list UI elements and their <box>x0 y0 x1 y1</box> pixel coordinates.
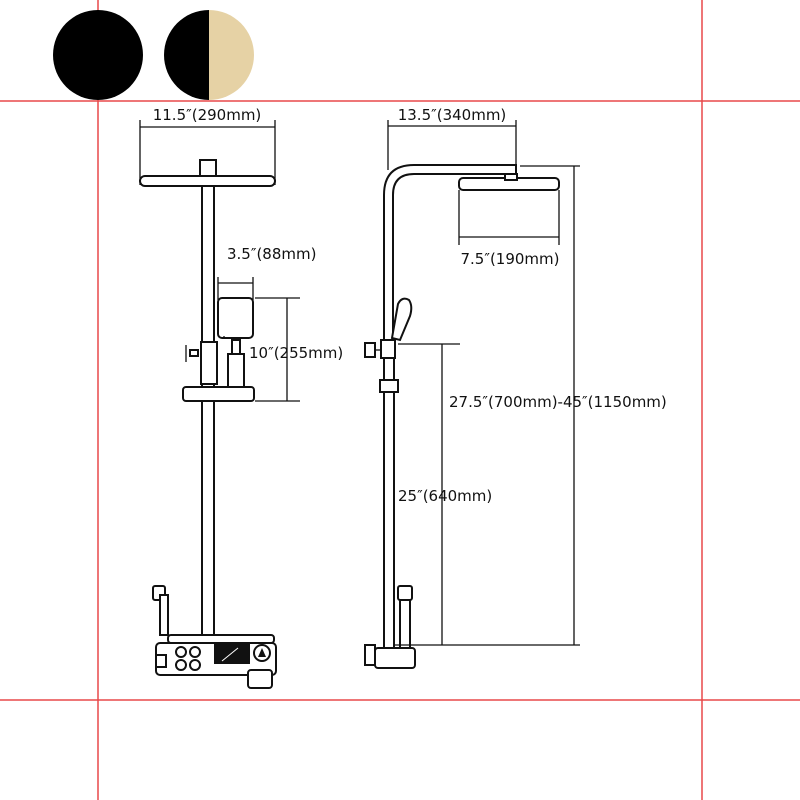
front-view: 11.5″(290mm) 3.5″(88mm) 10″(255mm) <box>139 106 343 689</box>
arm-reach-label: 13.5″(340mm) <box>398 106 507 124</box>
black-finish-swatch <box>53 10 143 100</box>
handshower-width-label: 3.5″(88mm) <box>227 245 316 263</box>
holder-height-label: 25″(640mm) <box>398 487 492 505</box>
head-depth-label: 7.5″(190mm) <box>460 250 559 268</box>
side-view: 13.5″(340mm) 7.5″(190mm) 27.5″(700mm)-45… <box>364 106 667 669</box>
total-height-label: 27.5″(700mm)-45″(1150mm) <box>449 393 667 411</box>
head-width-label: 11.5″(290mm) <box>153 106 262 124</box>
handshower-height-label: 10″(255mm) <box>249 344 343 362</box>
black-gold-finish-swatch <box>164 10 254 100</box>
